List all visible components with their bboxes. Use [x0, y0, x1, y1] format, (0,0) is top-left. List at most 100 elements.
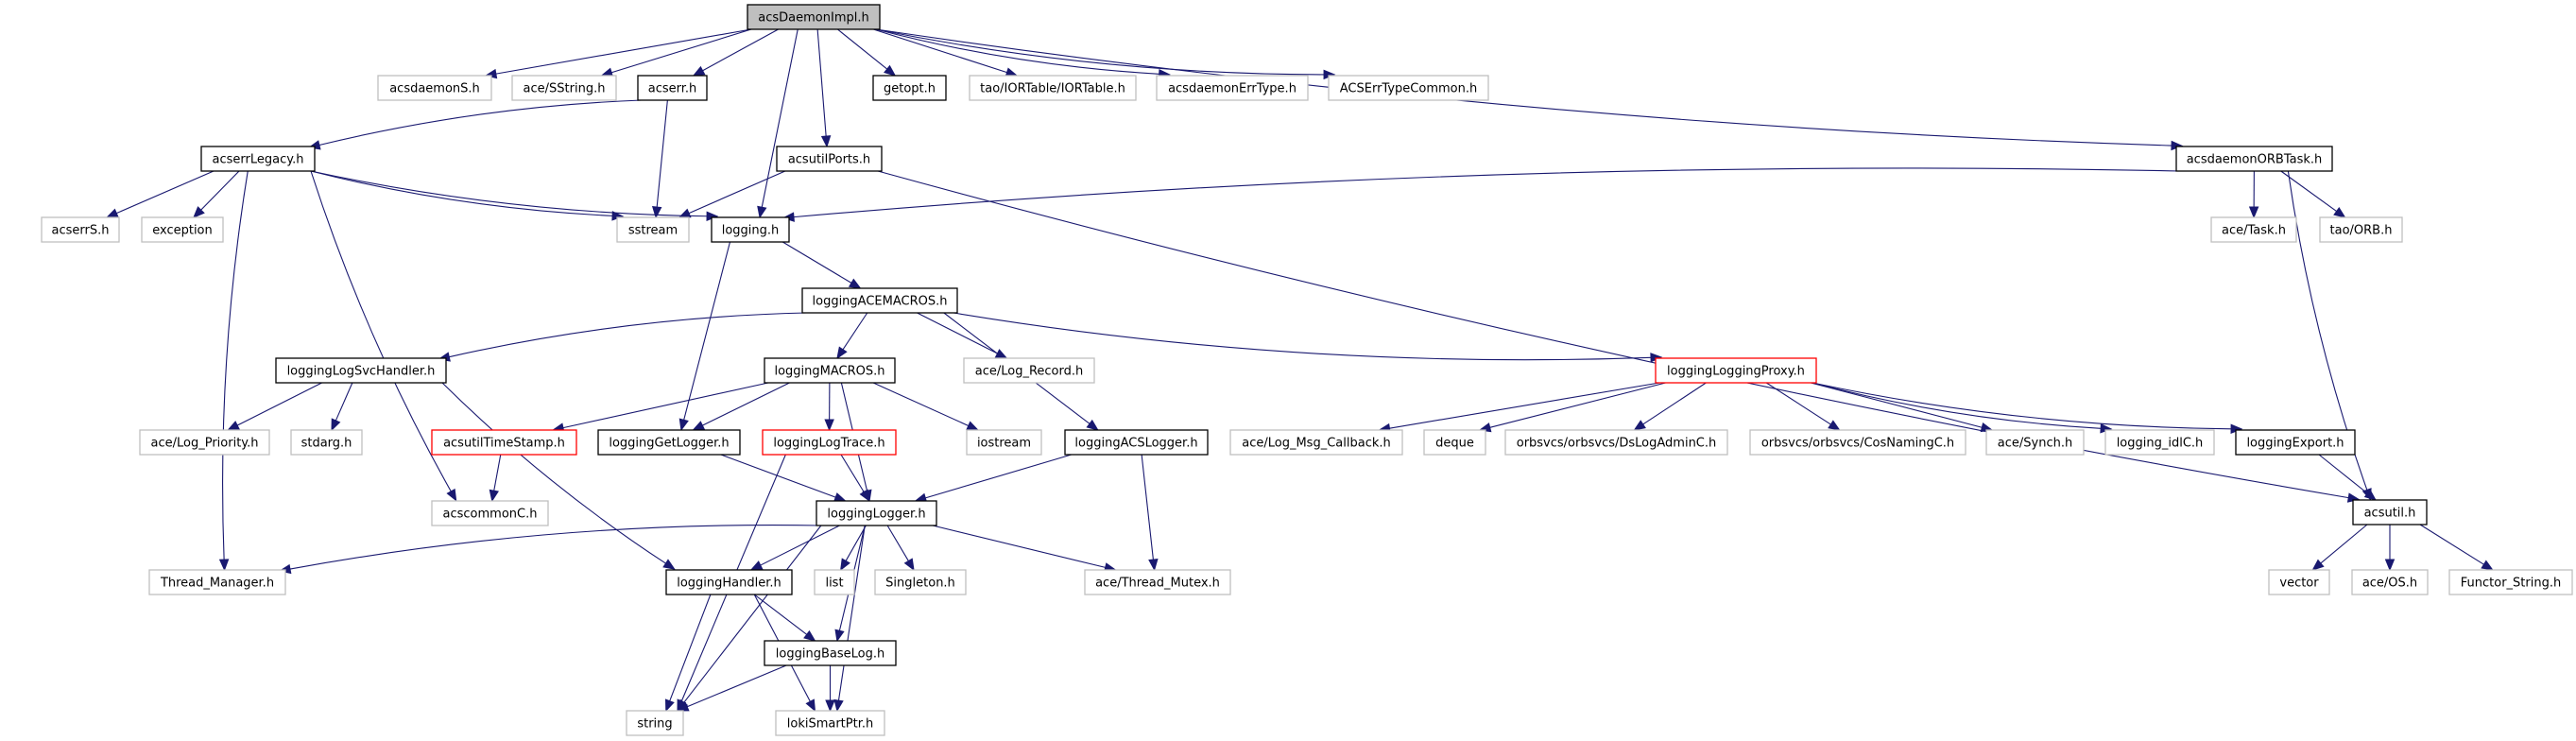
- node-label: Singleton.h: [885, 577, 955, 591]
- node-CosNamingC: orbsvcs/orbsvcs/CosNamingC.h: [1749, 429, 1966, 456]
- node-loggingHandler[interactable]: loggingHandler.h: [665, 569, 793, 595]
- node-loggingLoggingProxy[interactable]: loggingLoggingProxy.h: [1655, 357, 1817, 384]
- edge-line: [495, 28, 752, 75]
- node-aceSynch: ace/Synch.h: [1985, 429, 2085, 456]
- node-box: [762, 429, 897, 456]
- node-acsutilTimeStamp[interactable]: acsutilTimeStamp.h: [431, 429, 577, 456]
- arrowhead-icon: [840, 558, 850, 572]
- arrowhead-icon: [833, 698, 844, 713]
- node-acserrS: acserrS.h: [41, 216, 120, 243]
- node-getopt[interactable]: getopt.h: [872, 75, 947, 101]
- node-box: [966, 429, 1042, 456]
- node-label: exception: [152, 224, 213, 238]
- edge-acsDaemonImpl-to-acsutilPorts: [816, 28, 832, 148]
- edge-line: [1812, 382, 2102, 429]
- node-label: acserrLegacy.h: [213, 153, 304, 167]
- node-label: acsdaemonORBTask.h: [2187, 153, 2323, 167]
- node-acserrLegacy[interactable]: acserrLegacy.h: [200, 146, 316, 172]
- node-loggingACEMACROS[interactable]: loggingACEMACROS.h: [801, 287, 958, 314]
- node-box: [1655, 357, 1817, 384]
- node-acsDaemonImpl[interactable]: acsDaemonImpl.h: [747, 4, 881, 30]
- edge-loggingACSLogger-to-loggingLogger: [914, 454, 1072, 503]
- node-loggingACSLogger[interactable]: loggingACSLogger.h: [1064, 429, 1209, 456]
- node-acsdaemonORBTask[interactable]: acsdaemonORBTask.h: [2175, 146, 2333, 172]
- arrowhead-icon: [749, 560, 764, 571]
- node-box: [275, 357, 447, 384]
- node-loggingGetLogger[interactable]: loggingGetLogger.h: [597, 429, 741, 456]
- node-loggingLogSvcHandler[interactable]: loggingLogSvcHandler.h: [275, 357, 447, 384]
- edge-loggingGetLogger-to-loggingLogger: [720, 454, 847, 502]
- node-box: [2104, 429, 2215, 456]
- node-acsutil[interactable]: acsutil.h: [2352, 499, 2428, 526]
- arrowhead-icon: [884, 64, 897, 77]
- node-box: [2235, 429, 2356, 456]
- edge-loggingHandler-to-loggingBaseLog: [753, 594, 816, 642]
- node-label: loggingExport.h: [2246, 437, 2344, 451]
- node-acserr[interactable]: acserr.h: [637, 75, 708, 101]
- edge-line: [200, 170, 240, 211]
- edge-acsutil-to-aceOS: [2384, 525, 2396, 572]
- edge-loggingLogger-to-loggingHandler: [749, 525, 840, 571]
- edge-acsDaemonImpl-to-acserr: [692, 28, 779, 77]
- node-label: loggingBaseLog.h: [776, 647, 884, 662]
- edge-line: [837, 28, 888, 70]
- node-box: [1084, 569, 1231, 595]
- edge-acserrLegacy-to-exception: [193, 170, 240, 218]
- edge-loggingLogSvcHandler-to-loggingHandler: [441, 382, 676, 570]
- node-loggingLogger[interactable]: loggingLogger.h: [816, 500, 937, 526]
- edge-loggingExport-to-acsutil: [2318, 454, 2378, 501]
- edge-line: [310, 170, 613, 216]
- node-label: deque: [1435, 437, 1474, 451]
- edge-acserrLegacy-to-sstream: [310, 170, 625, 221]
- node-aceOS: ace/OS.h: [2351, 569, 2429, 595]
- edge-line: [845, 525, 867, 561]
- edge-line: [877, 170, 2349, 499]
- edge-line: [2419, 524, 2484, 565]
- edge-line: [222, 170, 249, 560]
- edge-loggingMACROS-to-loggingLogTrace: [824, 382, 834, 432]
- node-box: [141, 216, 224, 243]
- node-box: [2268, 569, 2330, 595]
- node-label: loggingGetLogger.h: [609, 437, 729, 451]
- node-box: [1504, 429, 1728, 456]
- node-label: Thread_Manager.h: [160, 577, 274, 591]
- edge-loggingLoggingProxy-to-DsLogAdminC: [1633, 382, 1707, 431]
- node-IORTable: tao/IORTable/IORTable.h: [969, 75, 1137, 101]
- node-loggingLogTrace[interactable]: loggingLogTrace.h: [762, 429, 897, 456]
- node-label: orbsvcs/orbsvcs/CosNamingC.h: [1761, 437, 1954, 451]
- edge-line: [656, 99, 668, 208]
- edge-line: [932, 525, 1106, 568]
- edge-line: [875, 28, 1325, 76]
- node-box: [816, 500, 937, 526]
- node-label: tao/ORB.h: [2330, 224, 2393, 238]
- node-box: [148, 569, 286, 595]
- node-box: [711, 216, 790, 243]
- node-box: [814, 569, 855, 595]
- edge-line: [683, 525, 822, 703]
- node-box: [2210, 216, 2297, 243]
- node-aceThreadMutex: ace/Thread_Mutex.h: [1084, 569, 1231, 595]
- node-acsutilPorts[interactable]: acsutilPorts.h: [776, 146, 883, 172]
- edge-line: [760, 525, 840, 566]
- edge-acsDaemonImpl-to-getopt: [837, 28, 897, 77]
- edge-line: [1489, 382, 1666, 428]
- edge-line: [318, 99, 643, 146]
- node-aceSString: ace/SString.h: [511, 75, 617, 101]
- node-box: [1423, 429, 1486, 456]
- arrowhead-icon: [1086, 419, 1099, 431]
- edge-line: [702, 28, 779, 72]
- edge-line: [953, 312, 1652, 361]
- node-loggingMACROS[interactable]: loggingMACROS.h: [764, 357, 896, 384]
- node-loggingExport[interactable]: loggingExport.h: [2235, 429, 2356, 456]
- edge-acsutilPorts-to-sstream: [678, 170, 786, 218]
- node-label: acsutilTimeStamp.h: [443, 437, 565, 451]
- node-loggingBaseLog[interactable]: loggingBaseLog.h: [764, 640, 897, 666]
- node-label: getopt.h: [884, 82, 936, 96]
- node-logging[interactable]: logging.h: [711, 216, 790, 243]
- edge-loggingMACROS-to-iostream: [872, 382, 980, 431]
- node-Singleton: Singleton.h: [874, 569, 967, 595]
- edge-loggingLoggingProxy-to-aceLogMsgCallback: [1378, 382, 1660, 434]
- arrowhead-icon: [2384, 559, 2396, 572]
- node-box: [200, 146, 316, 172]
- node-label: loggingLogSvcHandler.h: [287, 365, 436, 379]
